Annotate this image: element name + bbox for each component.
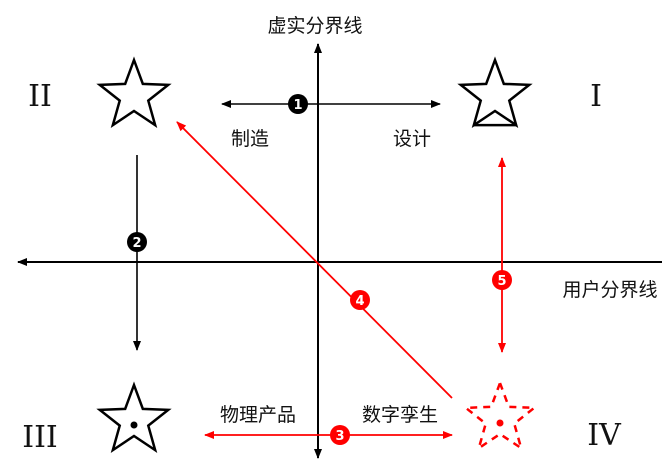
label-design: 设计 [393,128,431,150]
star-quadrant-4-dashed [462,379,538,452]
horizontal-axis-label: 用户分界线 [562,279,657,301]
marker-5: 5 [492,270,512,290]
arrow-4 [176,121,453,399]
label-manufacture: 制造 [231,128,269,150]
star-quadrant-3 [96,381,172,454]
svg-text:2: 2 [132,236,141,251]
svg-text:3: 3 [335,429,344,444]
quadrant-label-4: IV [587,418,622,453]
star-quadrant-1 [457,56,533,129]
quadrant-label-3: III [22,420,58,455]
svg-text:5: 5 [497,274,506,289]
label-physical-product: 物理产品 [220,404,296,426]
quadrant-label-2: II [28,79,52,114]
marker-3: 3 [330,425,350,445]
svg-text:1: 1 [293,98,302,113]
marker-4: 4 [350,290,370,310]
marker-2: 2 [127,232,147,252]
marker-1: 1 [288,94,308,114]
vertical-axis-label: 虚实分界线 [267,15,362,37]
quadrant-label-1: I [590,79,602,114]
label-digital-twin: 数字孪生 [362,404,438,426]
svg-text:4: 4 [355,294,364,309]
star-quadrant-2 [96,56,172,129]
